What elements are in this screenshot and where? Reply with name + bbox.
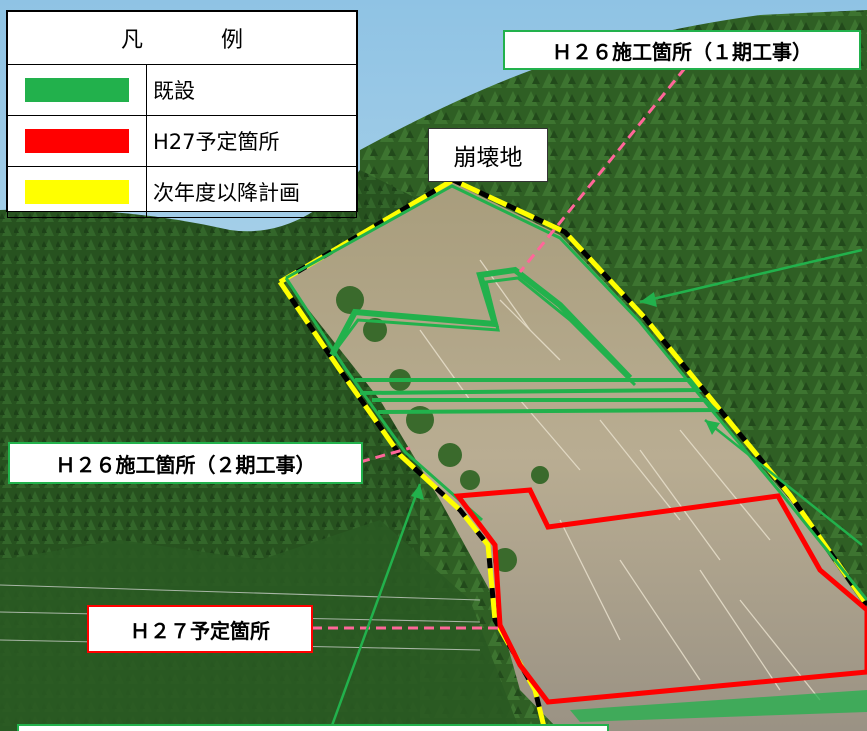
legend-swatch-planned xyxy=(25,129,129,153)
h27-planned-area xyxy=(453,487,867,705)
existing-bottom-band xyxy=(570,690,867,722)
existing-outer-outline xyxy=(285,184,867,601)
leader-lines xyxy=(312,67,863,731)
legend-swatch-existing xyxy=(25,78,129,102)
existing-phase1-works-inner xyxy=(330,276,637,387)
slide-trees xyxy=(336,286,549,572)
label-collapse-site: 崩壊地 xyxy=(428,128,548,182)
legend-swatch-cell xyxy=(7,64,147,116)
legend-title: 凡 例 xyxy=(7,11,357,65)
legend-label-future: 次年度以降計画 xyxy=(146,166,357,218)
future-plan-boundary xyxy=(278,177,867,607)
label-h26-phase2: Ｈ２６施工箇所（２期工事） xyxy=(8,442,363,484)
label-h26-phase1: Ｈ２６施工箇所（１期工事） xyxy=(503,30,861,70)
legend-swatch-future xyxy=(25,180,129,204)
legend-label-planned: H27予定箇所 xyxy=(146,115,357,167)
future-plan-boundary-left xyxy=(277,280,548,731)
legend-label-existing: 既設 xyxy=(146,64,357,116)
existing-phase2-bands xyxy=(355,378,720,414)
legend: 凡 例 既設 H27予定箇所 次年度以降計画 xyxy=(6,10,358,218)
existing-phase1-works xyxy=(329,266,633,381)
legend-swatch-cell xyxy=(7,115,147,167)
label-h27-planned: Ｈ２７予定箇所 xyxy=(87,605,313,653)
bottom-label-box xyxy=(17,724,609,731)
legend-swatch-cell xyxy=(7,166,147,218)
